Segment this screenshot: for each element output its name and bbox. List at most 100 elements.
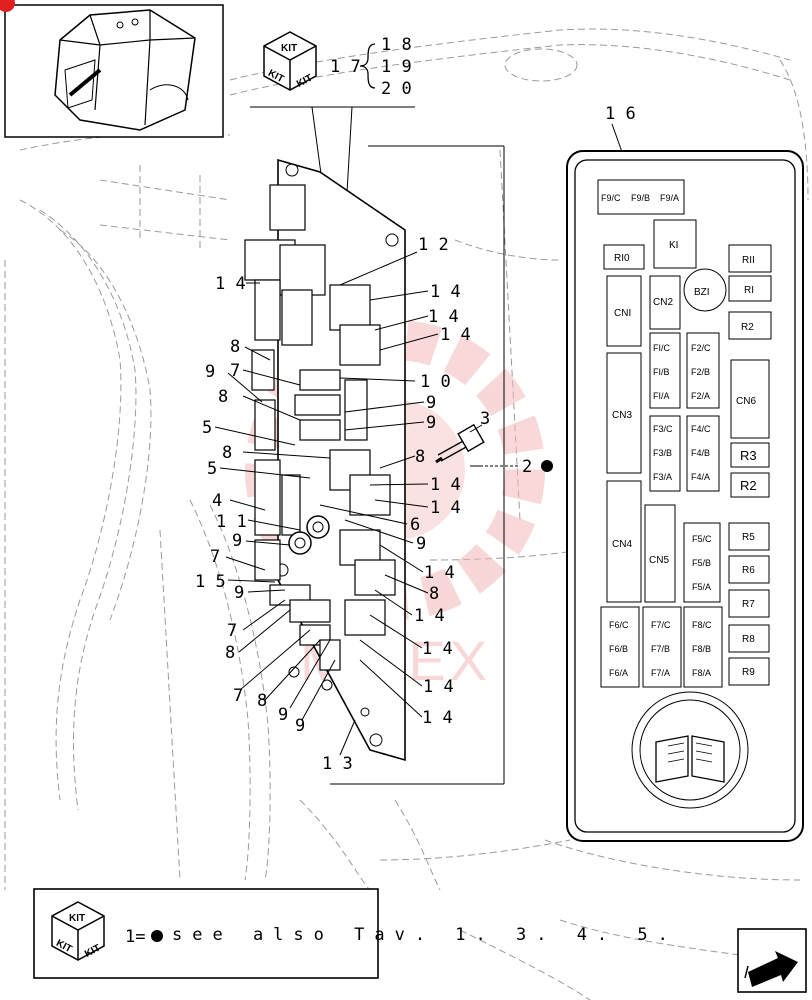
fuse-f4a: F4/A [691,472,710,482]
relay-r9: R9 [742,667,755,678]
callout-14-d: 1 4 [440,325,471,345]
fuse-f7c: F7/C [651,620,671,630]
fuse-f1a: FI/A [653,391,670,401]
callout-14-i: 1 4 [422,639,453,659]
connector-cn6: CN6 [736,396,756,407]
buzzer-bzi: BZI [694,287,710,298]
callout-3: 3 [480,409,490,429]
callout-14-j: 1 4 [423,677,454,697]
callout-14-f: 1 4 [430,498,461,518]
relay-r5: R5 [742,532,755,543]
fuse-f4c: F4/C [691,424,711,434]
callout-2: 2 [522,457,532,477]
connector-cn3: CN3 [612,410,632,421]
callout-8-c: 8 [222,443,232,463]
connector-cn4: CN4 [612,539,632,550]
relay-r2-small: R2 [741,322,754,333]
callout-6: 6 [410,515,420,535]
relay-r3: R3 [740,448,757,463]
relay-rii: RII [742,255,755,266]
callout-14-c: 1 4 [428,307,459,327]
callout-14-a: 1 4 [215,274,246,294]
callout-5-b: 5 [207,459,217,479]
fuse-box-legend: F9/C F9/B F9/A KI RI0 RII RI BZI CNI CN2… [566,150,804,842]
callout-20: 2 0 [381,79,412,99]
fuse-f3c: F3/C [653,424,673,434]
callout-9-e: 9 [416,534,426,554]
callout-18: 1 8 [381,35,412,55]
relay-ri0: RI0 [614,253,630,264]
fuse-f2b: F2/B [691,367,710,377]
callout-7-c: 7 [227,621,237,641]
fuse-f9a: F9/A [660,193,679,203]
screw-part [435,423,485,464]
relay-r7: R7 [742,599,755,610]
connector-cn1: CNI [614,308,631,319]
fuse-f2c: F2/C [691,343,711,353]
callout-8-d: 8 [415,447,425,467]
callout-14-g: 1 4 [424,563,455,583]
callout-15: 1 5 [195,572,226,592]
inset-cab-view [0,0,224,138]
callout-14-h: 1 4 [414,606,445,626]
callout-16: 1 6 [605,104,636,124]
callout-7-a: 7 [230,361,240,381]
fuse-f4b: F4/B [691,448,710,458]
callout-10: 1 0 [420,372,451,392]
background-cab-outline [4,28,809,1000]
callout-14-b: 1 4 [430,282,461,302]
fuse-f1b: FI/B [653,367,670,377]
relay-r8: R8 [742,634,755,645]
callout-8-b: 8 [218,387,228,407]
fuse-f9c: F9/C [601,193,621,203]
relay-r2-big: R2 [740,478,757,493]
callout-9-d: 9 [232,531,242,551]
callout-14-e: 1 4 [430,475,461,495]
fuse-f8a: F8/A [692,668,711,678]
callout-9-g: 9 [278,705,288,725]
fuse-f6a: F6/A [609,668,628,678]
relay-r6: R6 [742,565,755,576]
callout-17: 1 7 [330,57,361,77]
fuse-f2a: F2/A [691,391,710,401]
callout-13: 1 3 [322,754,353,774]
fuse-f5a: F5/A [692,582,711,592]
callout-9-b: 9 [426,393,436,413]
callout-14-k: 1 4 [422,708,453,728]
footer-kit-top: KIT [69,913,85,924]
callout-8-g: 8 [257,691,267,711]
callout-leaders [214,251,483,756]
callout-9-c: 9 [426,413,436,433]
footer-note: KIT KIT KIT 1= see also Tav. 1. 3. 4. 5. [33,888,678,979]
fuse-f7b: F7/B [651,644,670,654]
fuse-f8b: F8/B [692,644,711,654]
footer-note-dot [151,930,163,942]
callout-7-d: 7 [233,686,243,706]
callout-19: 1 9 [381,57,412,77]
callout-9-f: 9 [234,583,244,603]
callout-2-dot [541,460,553,472]
connector-cn2: CN2 [653,297,673,308]
fuse-f6b: F6/B [609,644,628,654]
fuse-f6c: F6/C [609,620,629,630]
corner-badge [0,0,15,12]
next-page-arrow-icon[interactable] [737,928,807,993]
fuse-f5b: F5/B [692,558,711,568]
callout-9-a: 9 [205,362,215,382]
kit-top-label: KIT [281,43,297,54]
footer-note-prefix: 1= [125,927,145,947]
relay-ri: RI [744,285,754,296]
fuse-f3a: F3/A [653,472,672,482]
callout-11: 1 1 [216,512,247,532]
callout-7-b: 7 [210,547,220,567]
callout-9-h: 9 [295,716,305,736]
callout-5-a: 5 [202,418,212,438]
fuse-f8c: F8/C [692,620,712,630]
callout-4: 4 [212,491,222,511]
kit-cube-top: KIT KIT KIT [263,31,317,91]
callout-8-e: 8 [429,584,439,604]
footer-note-text: see also Tav. 1. 3. 4. 5. [172,925,678,945]
fuse-f1c: FI/C [653,343,670,353]
fuse-plate [244,158,406,762]
